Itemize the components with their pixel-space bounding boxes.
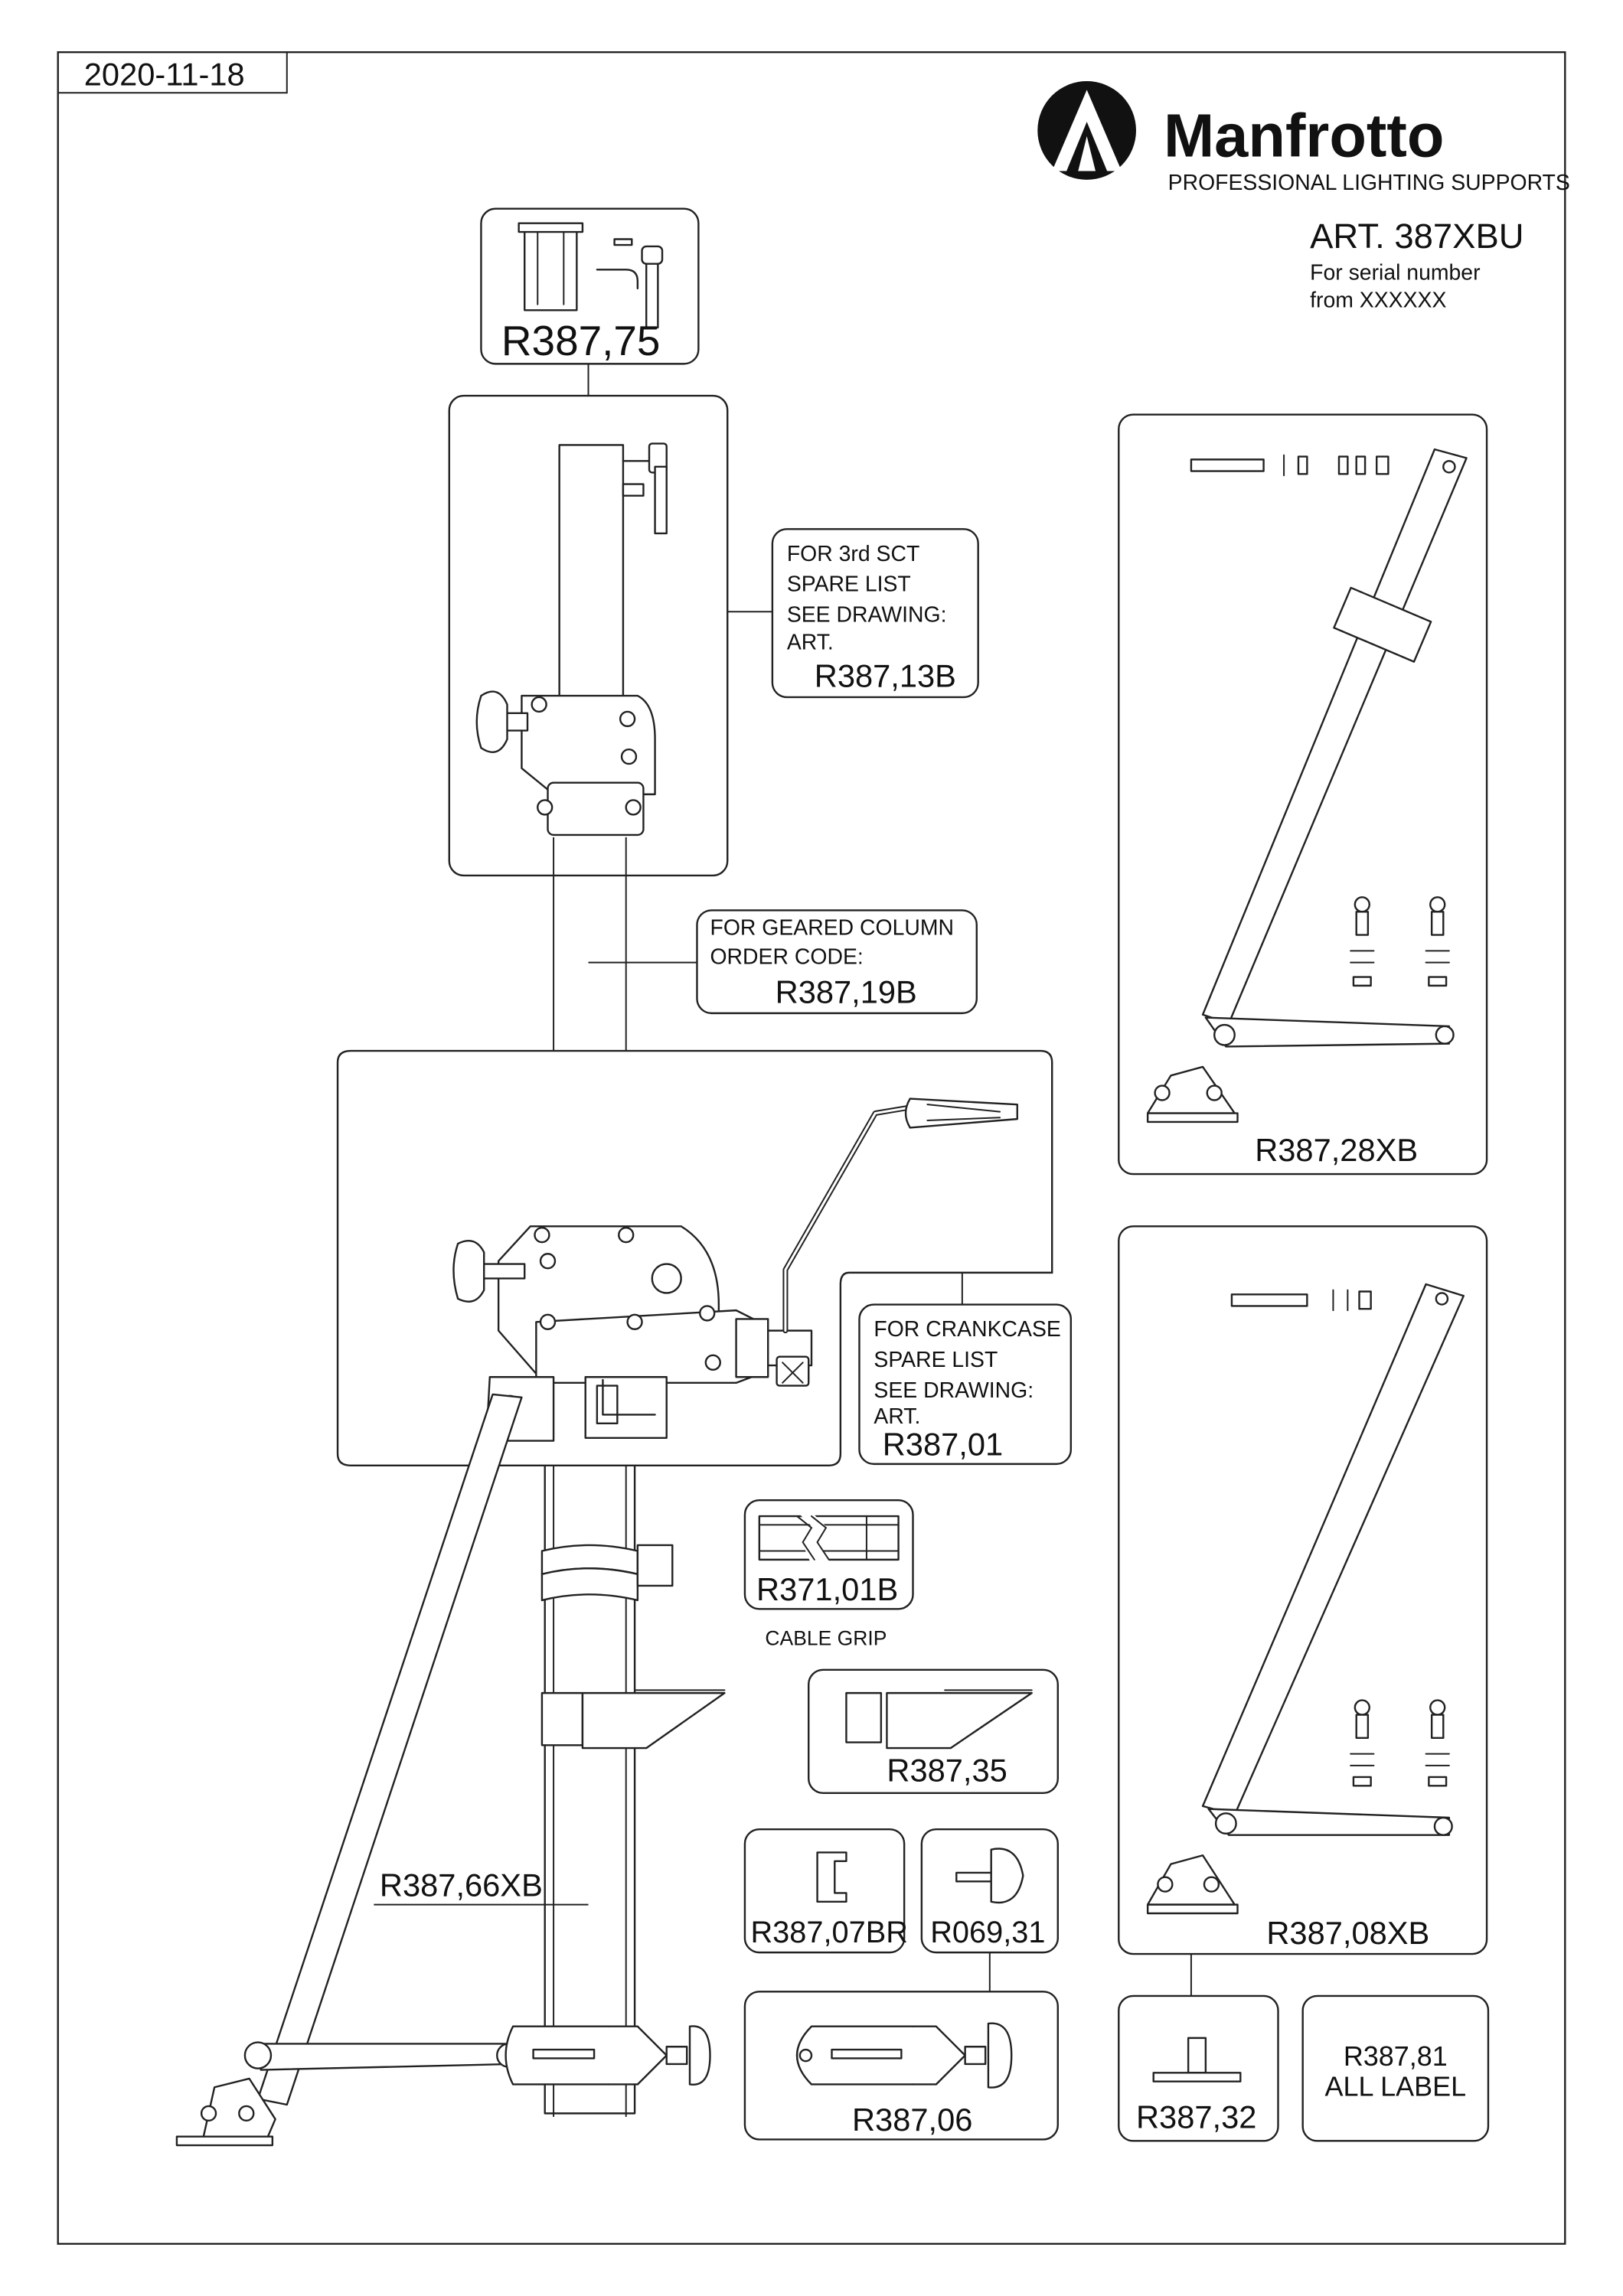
crankcase-code: R387,01 xyxy=(883,1427,1003,1463)
foot-bracket-part-icon xyxy=(846,1690,1031,1748)
crankcase-line3: SEE DRAWING: xyxy=(874,1378,1034,1403)
drawing-date: 2020-11-18 xyxy=(84,57,245,93)
third-section-line4: ART. xyxy=(787,630,834,654)
geared-column-line1: FOR GEARED COLUMN xyxy=(710,916,954,941)
callout-box-crankcase xyxy=(859,1305,1070,1464)
label-top-adapter: R387,75 xyxy=(501,317,660,364)
knob-part-icon xyxy=(956,1849,1023,1903)
label-cable-grip: CABLE GRIP xyxy=(765,1627,887,1650)
label-set-code: R387,81 xyxy=(1344,2040,1448,2072)
label-knob: R069,31 xyxy=(930,1916,1045,1949)
crankcase-line2: SPARE LIST xyxy=(874,1348,998,1372)
date-tab xyxy=(58,52,287,93)
callout-box-geared-column xyxy=(697,910,976,1013)
third-section-code: R387,13B xyxy=(815,658,956,694)
lower-brace-part-icon xyxy=(1148,1284,1464,1913)
third-section-line3: SEE DRAWING: xyxy=(787,602,947,627)
label-upper-brace: R387,28XB xyxy=(1255,1132,1418,1168)
third-section-line1: FOR 3rd SCT xyxy=(787,542,919,566)
label-foot-bracket: R387,35 xyxy=(887,1753,1007,1789)
upper-column-section xyxy=(477,444,667,835)
label-leg-assembly: R387,66XB xyxy=(380,1867,543,1903)
bottom-collar-part-icon xyxy=(797,2024,1011,2088)
label-clip: R387,07BR xyxy=(751,1916,908,1949)
upper-brace-part-icon xyxy=(1148,449,1466,1122)
crankcase-line1: FOR CRANKCASE xyxy=(874,1317,1060,1342)
crankcase-line4: ART. xyxy=(874,1404,920,1429)
label-cable-grip-code: R371,01B xyxy=(756,1571,898,1607)
crankcase-assembly xyxy=(453,1099,1017,1441)
bottom-collar-on-column xyxy=(506,2026,710,2084)
label-foot-plate: R387,32 xyxy=(1136,2099,1256,2135)
label-bottom-collar: R387,06 xyxy=(852,2102,972,2138)
foot-plate-part-icon xyxy=(1154,2038,1241,2082)
label-set-text: ALL LABEL xyxy=(1325,2071,1467,2102)
serial-note-line2: from XXXXXX xyxy=(1310,289,1446,313)
geared-column-line2: ORDER CODE: xyxy=(710,944,863,969)
drawing-frame xyxy=(58,52,1566,2244)
leg-assembly xyxy=(177,1394,522,2145)
label-lower-brace: R387,08XB xyxy=(1266,1915,1429,1951)
cable-grip-part-icon xyxy=(759,1513,899,1562)
third-section-line2: SPARE LIST xyxy=(787,572,911,597)
callout-box-label-set xyxy=(1303,1996,1488,2141)
cable-grip-on-column xyxy=(542,1545,672,1600)
foot-bracket-on-column xyxy=(542,1690,725,1748)
callout-box-third-section xyxy=(772,529,978,697)
top-adapter-part-icon xyxy=(519,223,662,328)
article-number: ART. 387XBU xyxy=(1310,217,1523,256)
brand-name: Manfrotto xyxy=(1164,102,1444,170)
manfrotto-logo xyxy=(1037,81,1136,180)
serial-note-line1: For serial number xyxy=(1310,261,1480,285)
clip-part-icon xyxy=(818,1852,847,1901)
geared-column-code: R387,19B xyxy=(776,974,917,1010)
brand-tagline: PROFESSIONAL LIGHTING SUPPORTS xyxy=(1168,171,1570,195)
